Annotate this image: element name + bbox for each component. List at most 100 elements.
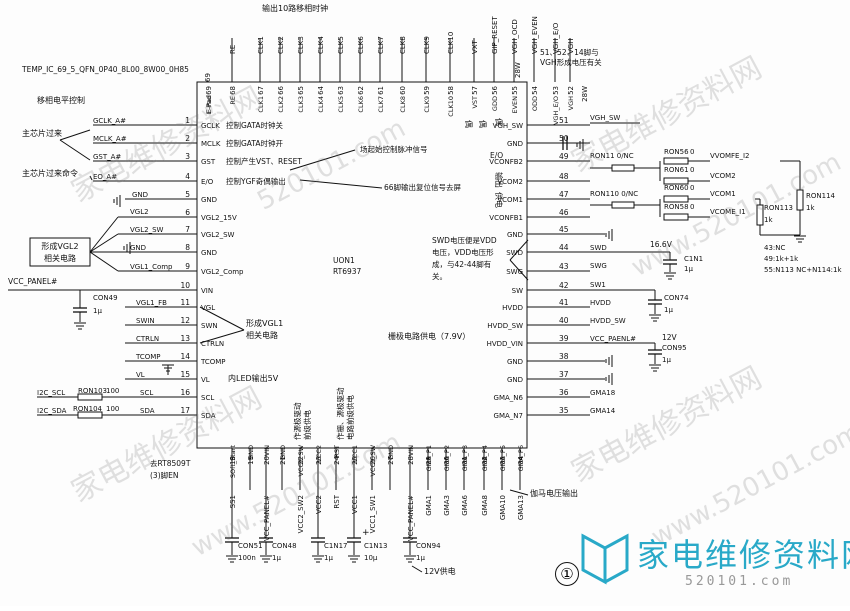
net-label: GMA1 <box>425 495 433 516</box>
component-value: 100n <box>238 554 256 562</box>
pin-number: 18 <box>229 456 237 465</box>
annotation: 控制产生VST、RESET <box>226 156 302 166</box>
pin-number: 66 <box>277 85 285 94</box>
pin-number: 60 <box>399 86 407 95</box>
annotation-arrow <box>509 489 529 496</box>
pin-number: 5 <box>185 190 190 199</box>
component-label: CON94 <box>416 542 441 550</box>
component-value: 1μ <box>684 265 693 273</box>
component-label: RON61 <box>664 166 689 174</box>
pin-label: GND <box>387 445 395 460</box>
net-label: CLK2 <box>277 36 285 54</box>
logo-text: 家电维修资料网 <box>637 536 850 574</box>
pin-label: VCC2_SW <box>297 444 305 476</box>
component-label: RON56 <box>664 148 689 156</box>
net-label: VGL2_SW <box>130 226 164 234</box>
pin-number: 63 <box>337 86 345 95</box>
net-label: HVDD_SW <box>590 317 626 325</box>
net-label: SWG <box>590 262 607 270</box>
component-label: RON114 <box>806 192 836 200</box>
net-label: CLK6 <box>357 36 365 54</box>
pin-label: VCC1 <box>351 445 359 463</box>
net-label: VGH_SW <box>590 114 620 122</box>
net-label: GCLK_A# <box>93 117 126 125</box>
pin-label: HVDD <box>502 304 523 312</box>
net-label: VCC_PAENL# <box>590 335 636 343</box>
annotation: 作栅、源极驱动 <box>335 387 345 440</box>
pin-label: VGL <box>201 304 215 312</box>
pin-number: 64 <box>317 85 325 94</box>
chip-name: UON1 <box>333 256 355 265</box>
pin-number: 67 <box>257 86 265 95</box>
annotation: 场起始控制脉冲信号 <box>360 144 428 154</box>
annotation: 作源极驱动 <box>292 402 302 440</box>
component-value: 10μ <box>364 554 378 562</box>
net-label: VXT <box>471 40 479 54</box>
pin-label: GST <box>201 158 216 166</box>
net-label: TCOMP <box>135 353 161 361</box>
pin-label: CLK7 <box>377 96 385 113</box>
pin-number: 26 <box>369 455 377 464</box>
resistor-icon <box>663 195 689 203</box>
pin-number: 59 <box>423 86 431 95</box>
pin-label: CLK10 <box>447 96 455 117</box>
pin-label: GMA_P1 <box>425 445 433 471</box>
pin-label: GND <box>507 140 523 148</box>
annotation: 控制GATA时钟关 <box>226 120 283 130</box>
pin-number: 36 <box>559 388 569 397</box>
pin-number: 57 <box>471 86 479 95</box>
net-label: VCC1_SW1 <box>369 495 377 533</box>
annotation: 栅极电路供电（7.9V） <box>388 331 470 341</box>
ground-icon <box>312 555 324 563</box>
net-label: EO_A# <box>93 173 117 181</box>
pin-number: 12 <box>180 316 190 325</box>
capacitor-icon <box>648 299 662 305</box>
annotation: 关。 <box>432 271 447 281</box>
pin-label: CLK1 <box>257 96 265 113</box>
annotation-arrow <box>89 233 119 253</box>
pin-number: 47 <box>559 190 569 199</box>
pin-label: GMA_P2 <box>443 445 451 471</box>
pin-number: 20 <box>263 456 271 465</box>
pin-number: 40 <box>559 316 569 325</box>
pin-label: E/O <box>201 178 214 186</box>
pin-number: 35 <box>559 406 569 415</box>
net-label: GMA3 <box>443 495 451 516</box>
pin-number: 53 <box>552 86 560 95</box>
pin-label: EVEN <box>511 96 519 114</box>
pin-label: TCOMP <box>200 358 226 366</box>
net-label: VCC_PANEL# <box>407 495 415 541</box>
pin-number: 46 <box>559 208 569 217</box>
net-label: GND <box>130 244 146 252</box>
logo-subtext: 520101.com <box>685 574 794 589</box>
pin-label: SWD <box>506 249 523 257</box>
annotation: 成，与42-44脚有 <box>432 259 492 269</box>
pin-number: 15 <box>180 370 190 379</box>
pin-label: GND <box>247 445 255 460</box>
net-label: GMA8 <box>481 495 489 516</box>
annotation: 偶 <box>478 120 488 128</box>
pin-number: 27 <box>387 456 395 465</box>
component-label: RON58 <box>664 203 689 211</box>
ground-icon <box>649 314 661 322</box>
pin-number: 38 <box>559 352 569 361</box>
net-label: HVDD <box>590 299 611 307</box>
pin-label: VIN <box>201 287 213 295</box>
pin-number: 69 <box>204 73 212 82</box>
net-label: VGH_OCD <box>511 19 519 54</box>
ground-icon <box>74 322 86 330</box>
pin-number: 34 <box>517 455 525 464</box>
pin-label: GND <box>201 196 217 204</box>
net-label: CLK3 <box>297 36 305 54</box>
net-label: VGL2 <box>130 208 149 216</box>
annotation: E/O <box>490 151 503 160</box>
pin-label: MCLK <box>201 140 221 148</box>
annotation: 43:NC <box>764 244 786 252</box>
pin-number: 62 <box>357 86 365 95</box>
pin-number: 50 <box>559 134 569 143</box>
resistor-icon <box>77 411 103 419</box>
pin-number: 28 <box>407 456 415 465</box>
pin-label: GMA_P5 <box>499 445 507 471</box>
pin-label: VIN <box>263 445 271 456</box>
